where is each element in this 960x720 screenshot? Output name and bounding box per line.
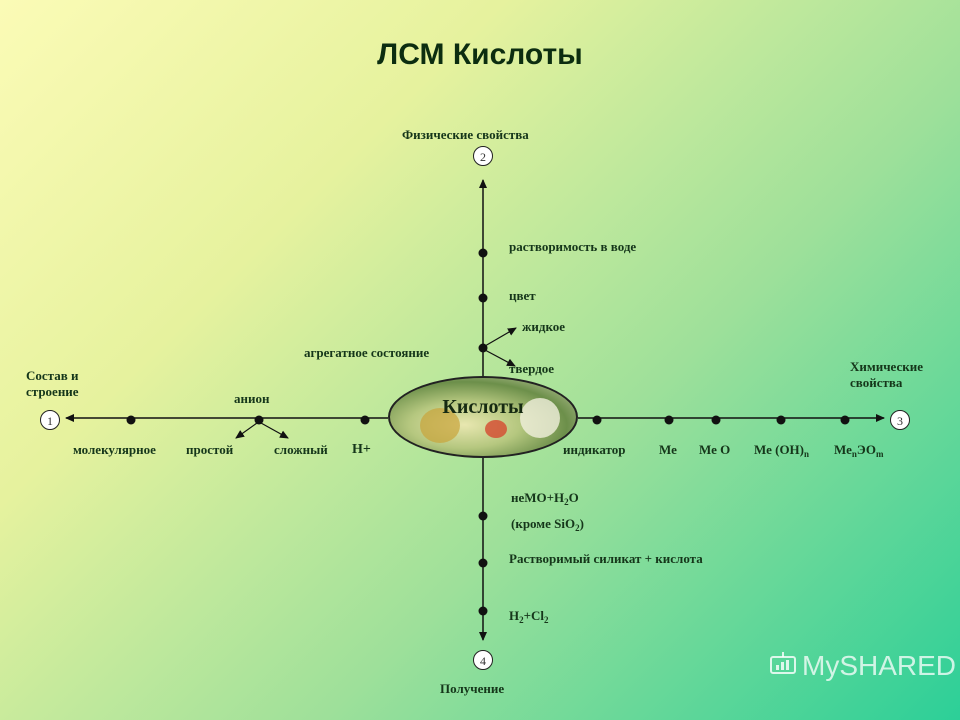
label-anion: анион (234, 391, 270, 406)
label-solubility: растворимость в воде (509, 239, 637, 254)
label-except-sio2: (кроме SiO2) (511, 516, 584, 533)
dot-color (478, 293, 488, 303)
label-production: Получение (440, 681, 505, 696)
axis-number-left: 1 (40, 410, 60, 430)
dot-h2cl2 (478, 606, 488, 616)
center-label: Кислоты (442, 396, 524, 418)
label-meoh: Ме (ОН)n (754, 442, 810, 459)
dot-molecular (126, 415, 136, 425)
label-me: Ме (659, 442, 677, 457)
dot-mesalt (840, 415, 850, 425)
label-liquid: жидкое (522, 319, 566, 334)
center-ellipse (388, 376, 578, 458)
label-silicate: Растворимый силикат + кислота (509, 551, 703, 566)
page-title: ЛСМ Кислоты (377, 38, 583, 71)
label-nemo: неМО+Н2О (511, 490, 579, 507)
dot-indicator (592, 415, 602, 425)
watermark: MySHARED (770, 650, 956, 682)
dot-nemo (478, 511, 488, 521)
presentation-icon (770, 652, 796, 674)
label-h2cl2: Н2+Cl2 (509, 608, 549, 625)
dot-meo (711, 415, 721, 425)
dot-meoh (776, 415, 786, 425)
dot-me (664, 415, 674, 425)
label-h-plus: Н+ (352, 442, 371, 457)
axis-number-right: 3 (890, 410, 910, 430)
label-simple: простой (186, 442, 234, 457)
label-molecular: молекулярное (73, 442, 156, 457)
label-meo: Ме О (699, 442, 731, 457)
dot-silicate (478, 558, 488, 568)
label-complex: сложный (274, 442, 328, 457)
label-solid: твердое (509, 361, 555, 376)
dot-solubility (478, 248, 488, 258)
axis-number-top: 2 (473, 146, 493, 166)
dot-anion (254, 415, 264, 425)
dot-h-plus (360, 415, 370, 425)
label-mesalt: МеnЭОm (834, 442, 884, 459)
label-aggregate-state: агрегатное состояние (304, 345, 430, 360)
label-color: цвет (509, 288, 536, 303)
label-indicator: индикатор (563, 442, 626, 457)
axis-number-bottom: 4 (473, 650, 493, 670)
label-physical-properties: Физические свойства (402, 127, 529, 142)
